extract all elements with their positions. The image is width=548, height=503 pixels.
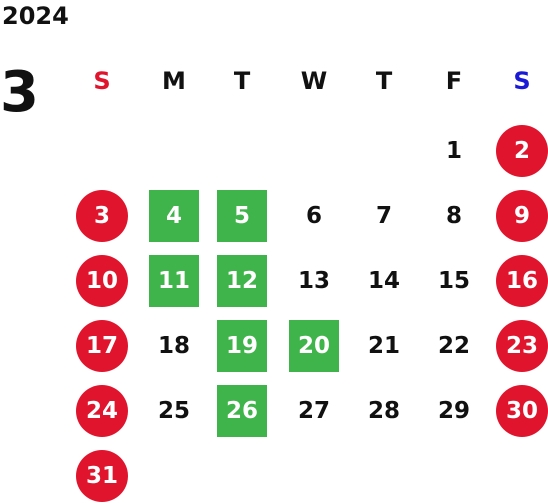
weekday-label: S xyxy=(513,67,531,95)
month-number: 3 xyxy=(0,60,39,125)
day-cell[interactable]: 6 xyxy=(305,203,322,229)
weekday-label: T xyxy=(233,67,251,95)
day-cell[interactable]: 29 xyxy=(437,398,470,424)
day-cell[interactable]: 8 xyxy=(445,203,462,229)
holiday-day-cell[interactable]: 23 xyxy=(496,320,548,372)
day-cell[interactable]: 18 xyxy=(157,333,190,359)
holiday-day-cell[interactable]: 16 xyxy=(496,255,548,307)
highlighted-day-cell[interactable]: 4 xyxy=(149,190,199,242)
year-label: 2024 xyxy=(2,2,69,30)
weekday-label: T xyxy=(375,67,393,95)
holiday-day-cell[interactable]: 10 xyxy=(76,255,128,307)
holiday-day-cell[interactable]: 2 xyxy=(496,125,548,177)
day-cell[interactable]: 21 xyxy=(367,333,400,359)
day-cell[interactable]: 15 xyxy=(437,268,470,294)
weekday-label: S xyxy=(93,67,111,95)
highlighted-day-cell[interactable]: 11 xyxy=(149,255,199,307)
day-cell[interactable]: 25 xyxy=(157,398,190,424)
day-cell[interactable]: 7 xyxy=(375,203,392,229)
weekday-label: M xyxy=(162,67,186,95)
holiday-day-cell[interactable]: 9 xyxy=(496,190,548,242)
day-cell[interactable]: 22 xyxy=(437,333,470,359)
highlighted-day-cell[interactable]: 5 xyxy=(217,190,267,242)
holiday-day-cell[interactable]: 3 xyxy=(76,190,128,242)
holiday-day-cell[interactable]: 17 xyxy=(76,320,128,372)
highlighted-day-cell[interactable]: 20 xyxy=(289,320,339,372)
day-cell[interactable]: 14 xyxy=(367,268,400,294)
highlighted-day-cell[interactable]: 12 xyxy=(217,255,267,307)
highlighted-day-cell[interactable]: 19 xyxy=(217,320,267,372)
day-cell[interactable]: 13 xyxy=(297,268,330,294)
holiday-day-cell[interactable]: 24 xyxy=(76,385,128,437)
highlighted-day-cell[interactable]: 26 xyxy=(217,385,267,437)
holiday-day-cell[interactable]: 31 xyxy=(76,450,128,502)
day-cell[interactable]: 1 xyxy=(445,138,462,164)
weekday-label: F xyxy=(445,67,463,95)
holiday-day-cell[interactable]: 30 xyxy=(496,385,548,437)
day-cell[interactable]: 28 xyxy=(367,398,400,424)
day-cell[interactable]: 27 xyxy=(297,398,330,424)
weekday-label: W xyxy=(300,67,328,95)
